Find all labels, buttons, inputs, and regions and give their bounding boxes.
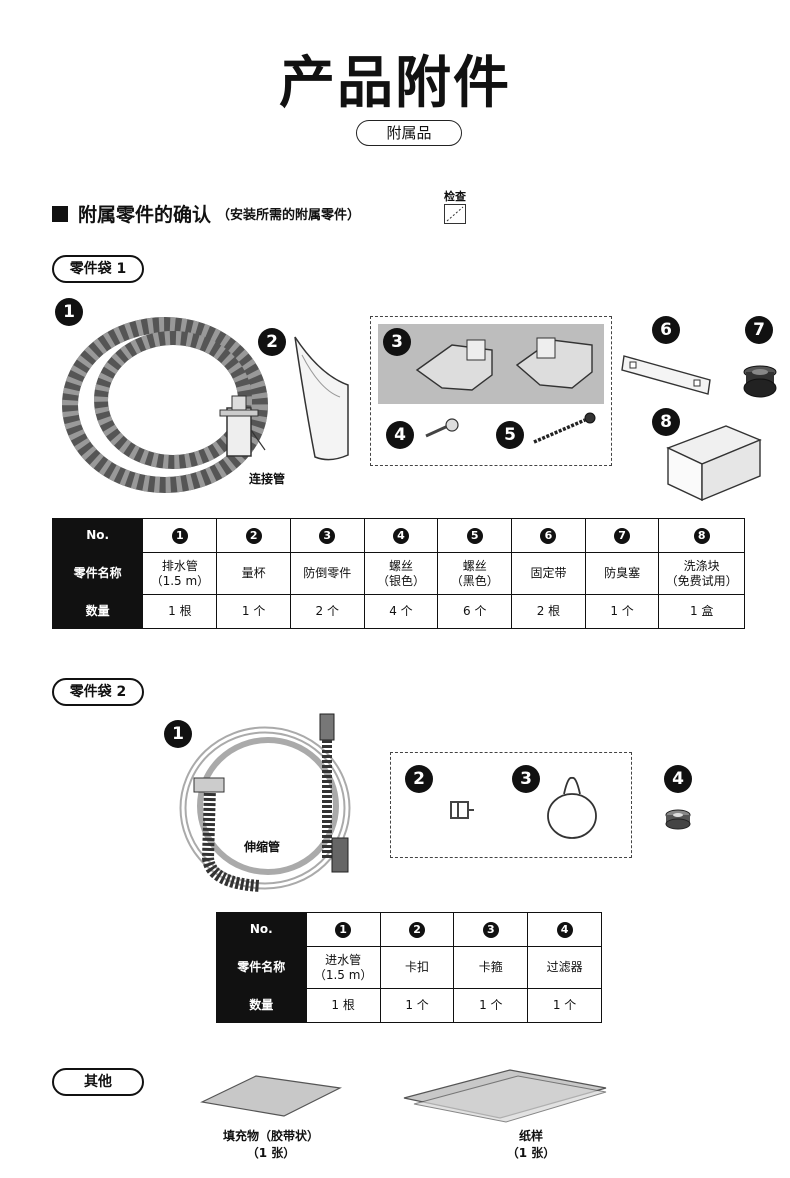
inlet-hose-icon (179, 713, 351, 892)
bag1-callout-3: 3 (383, 328, 411, 356)
other-label: 其他 (52, 1068, 144, 1096)
bag2-header-name: 零件名称 (216, 946, 307, 989)
bag2-callout-4: 4 (664, 765, 692, 793)
bag1-part-spec-8: （免费试用） (665, 573, 738, 588)
paper-qty: （1 张） (506, 1146, 556, 1160)
bag1-part-name-7: 防臭塞 (604, 566, 641, 580)
bag2-parts-table: No. 1 2 3 4 零件名称 进水管（1.5 m） 卡扣 卡箍 过滤器 数量… (216, 912, 602, 1023)
odor-plug-icon (743, 365, 777, 398)
checkbox-icon (444, 204, 466, 224)
bag1-table-num-3: 3 (319, 527, 336, 544)
bag1-callout-8: 8 (652, 408, 680, 436)
bag2-label: 零件袋 2 (52, 678, 144, 706)
bag2-callout-1: 1 (164, 720, 192, 748)
bag2-table-num-1: 1 (335, 921, 352, 938)
bag2-part-name-2: 卡扣 (405, 960, 430, 974)
bag1-parts-table: No. 1 2 3 4 5 6 7 8 零件名称 排水管（1.5 m） 量杯 防… (51, 518, 745, 629)
bag2-part-name-1: 进水管 (325, 952, 362, 967)
bag2-qty-2: 1 个 (379, 988, 455, 1023)
telescopic-hose-label: 伸缩管 (242, 838, 283, 855)
bag1-qty-7: 1 个 (584, 594, 660, 629)
page-title: 产品附件 (279, 51, 511, 116)
bag1-qty-4: 4 个 (363, 594, 439, 629)
bag1-header-no: No. (51, 518, 144, 553)
check-box-group: 检查 (440, 190, 470, 224)
subtitle-badge: 附属品 (356, 120, 462, 146)
bag2-qty-1: 1 根 (305, 988, 381, 1023)
filter-icon (665, 809, 691, 830)
bag1-part-spec-1: （1.5 m） (150, 573, 210, 588)
filler-tape-icon (200, 1075, 342, 1117)
bag1-table-num-4: 4 (392, 527, 409, 544)
section-note: （安装所需的附属零件） (217, 208, 361, 223)
drain-hose-icon (62, 317, 268, 493)
bag1-table-num-7: 7 (614, 527, 631, 544)
bag1-qty-3: 2 个 (289, 594, 365, 629)
bag1-qty-8: 1 盒 (658, 594, 745, 629)
bag1-header-name: 零件名称 (51, 552, 144, 595)
anti-tip-bracket-icon (415, 337, 593, 391)
section-heading: 附属零件的确认 （安装所需的附属零件） (52, 200, 360, 227)
bag2-header-no: No. (216, 912, 307, 947)
bag1-part-name-2: 量杯 (241, 566, 266, 580)
bag1-table-num-5: 5 (466, 527, 483, 544)
fixing-band-icon (621, 355, 711, 395)
clip-icon (450, 801, 474, 819)
connector-hose-label: 连接管 (247, 470, 288, 487)
bag1-callout-4: 4 (386, 421, 414, 449)
bag2-callout-2: 2 (405, 765, 433, 793)
bag1-qty-1: 1 根 (142, 594, 218, 629)
bag2-part-spec-1: （1.5 m） (313, 967, 373, 982)
bag1-qty-2: 1 个 (216, 594, 291, 629)
measuring-cup-icon (294, 336, 349, 461)
bag1-table-num-6: 6 (540, 527, 557, 544)
bag1-callout-7: 7 (745, 316, 773, 344)
bag1-part-name-5: 螺丝 (462, 558, 487, 573)
bag1-callout-6: 6 (652, 316, 680, 344)
section-heading-text: 附属零件的确认 (78, 204, 212, 226)
check-label: 检查 (444, 190, 466, 203)
bag2-small-parts-box (390, 752, 632, 858)
bag1-callout-1: 1 (55, 298, 83, 326)
black-screw-icon (533, 412, 596, 444)
bag1-callout-2: 2 (258, 328, 286, 356)
bag2-table-num-2: 2 (409, 921, 426, 938)
bag1-part-name-8: 洗涤块 (683, 558, 720, 573)
bag1-table-num-2: 2 (245, 527, 262, 544)
other-item-paper: 纸样 （1 张） (456, 1128, 606, 1162)
bag2-part-name-3: 卡箍 (478, 960, 503, 974)
filler-qty: （1 张） (246, 1146, 296, 1160)
bag2-part-name-4: 过滤器 (546, 960, 583, 974)
paper-name: 纸样 (518, 1129, 543, 1143)
detergent-box-icon (666, 425, 762, 502)
bag1-part-spec-4: （银色） (376, 573, 425, 588)
bag1-part-name-3: 防倒零件 (303, 566, 352, 580)
bag1-header-qty: 数量 (51, 594, 144, 629)
bag1-qty-5: 6 个 (437, 594, 513, 629)
bag2-callout-3: 3 (512, 765, 540, 793)
bag1-part-spec-5: （黑色） (450, 573, 499, 588)
paper-template-icon (403, 1069, 607, 1123)
filler-name: 填充物（胶带状） (222, 1129, 319, 1143)
bag1-part-name-4: 螺丝 (388, 558, 413, 573)
bag2-header-qty: 数量 (216, 988, 307, 1023)
hose-clamp-icon (547, 776, 597, 839)
other-item-filler: 填充物（胶带状） （1 张） (196, 1128, 346, 1162)
bag2-qty-3: 1 个 (453, 988, 529, 1023)
bag1-label: 零件袋 1 (52, 255, 144, 283)
bag1-qty-6: 2 根 (511, 594, 586, 629)
bag1-table-num-8: 8 (693, 527, 710, 544)
bag2-table-num-4: 4 (556, 921, 573, 938)
square-bullet-icon (52, 205, 68, 222)
bag2-qty-4: 1 个 (527, 988, 602, 1023)
bag2-table-num-3: 3 (482, 921, 499, 938)
bag1-table-num-1: 1 (171, 527, 188, 544)
bag1-part-name-1: 排水管 (161, 558, 198, 573)
bag1-part-name-6: 固定带 (530, 566, 567, 580)
bag1-callout-5: 5 (496, 421, 524, 449)
silver-screw-icon (425, 418, 459, 438)
